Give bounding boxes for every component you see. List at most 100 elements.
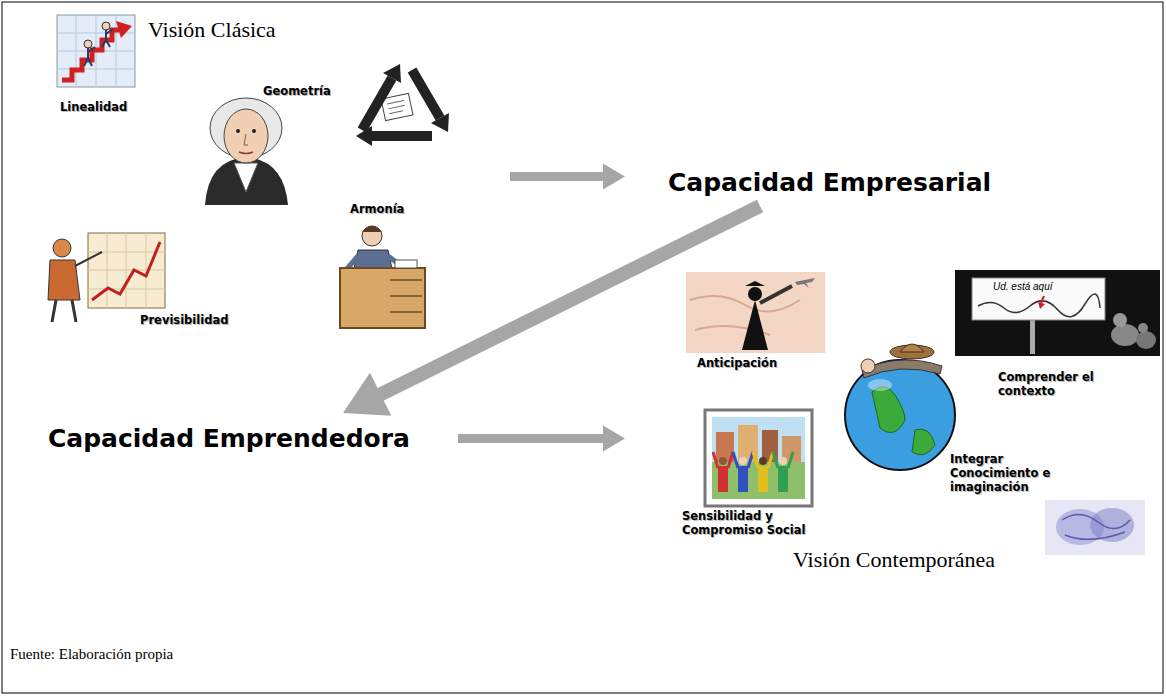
flow-arrow (343, 206, 760, 416)
map-sign-icon (955, 270, 1160, 356)
capacity-text: Capacidad Empresarial (668, 168, 992, 197)
people-picture-icon (779, 457, 787, 465)
globe-icon (862, 360, 942, 378)
portrait-illustration (252, 129, 256, 133)
forecast-chart-icon (53, 239, 71, 257)
view-group: AnticipaciónComprender el contextoSensib… (660, 262, 1160, 584)
icon-caption: Linealidad (60, 100, 128, 114)
globe-icon (845, 360, 955, 470)
globe-icon (861, 359, 875, 373)
telescope-graduate-icon (742, 300, 768, 350)
icon-caption: Comprender el contexto (998, 370, 1110, 398)
map-sign-icon (1041, 296, 1044, 303)
forecast-chart-icon (52, 300, 76, 322)
sign-text: Ud. está aquí (992, 281, 1053, 293)
growth-chart-icon (62, 30, 120, 80)
growth-chart-icon (102, 22, 110, 30)
telescope-graduate-icon (686, 272, 825, 353)
people-picture-icon (713, 452, 793, 492)
desk-worker-icon (362, 226, 382, 232)
map-sign-icon (972, 278, 1105, 320)
people-picture-icon (759, 457, 767, 465)
portrait-illustration (244, 134, 248, 145)
flow-arrow (458, 426, 625, 452)
capacity-label: Capacidad Empresarial (665, 165, 995, 200)
recycle-icon (372, 131, 432, 141)
people-picture-icon (718, 466, 728, 492)
icon-caption: Anticipación (697, 356, 778, 370)
arrow-head (343, 373, 391, 416)
icon-caption: Armonía (350, 202, 405, 216)
flow-arrow (510, 164, 625, 190)
brain-picture-icon (1062, 514, 1130, 539)
forecast-chart-icon (88, 233, 165, 308)
forecast-chart-icon (88, 233, 165, 308)
icon-label: Previsibilidad (137, 310, 232, 330)
map-sign-icon (1138, 323, 1148, 333)
arrow-shaft (458, 434, 603, 443)
recycle-icon (383, 64, 401, 83)
people-picture-icon (705, 410, 812, 506)
telescope-graduate-icon (690, 296, 800, 335)
telescope-graduate-icon (686, 272, 825, 353)
globe-icon (890, 345, 934, 359)
icon-label: Comprender el contexto (995, 367, 1113, 401)
portrait-illustration (234, 163, 258, 192)
growth-chart-icon (57, 15, 135, 87)
capacity-text: Capacidad Emprendedora (48, 424, 410, 453)
growth-chart-icon (116, 21, 132, 38)
brain-picture-icon (1045, 500, 1145, 555)
icon-label: Linealidad (57, 97, 131, 117)
people-picture-icon (738, 466, 748, 492)
desk-worker-icon (340, 268, 425, 328)
people-picture-icon (739, 457, 747, 465)
globe-icon (912, 429, 935, 455)
people-picture-icon (713, 452, 733, 468)
telescope-graduate-icon (748, 287, 762, 301)
growth-chart-icon (84, 40, 92, 48)
desk-worker-icon (340, 226, 425, 328)
growth-chart-icon (84, 47, 95, 66)
source-note: Fuente: Elaboración propia (10, 645, 173, 663)
icon-label: Geometría (260, 81, 334, 101)
people-picture-icon (719, 457, 727, 465)
arrow-head (603, 164, 625, 190)
growth-chart-icon (102, 29, 113, 47)
globe-icon (872, 387, 905, 433)
portrait-illustration (239, 152, 253, 154)
portrait-illustration (205, 157, 288, 205)
globe-icon (868, 379, 892, 391)
growth-chart-icon (57, 15, 135, 87)
icon-caption: Sensibilidad y Compromiso Social (682, 509, 822, 537)
recycle-icon (431, 113, 449, 132)
desk-worker-icon (362, 226, 382, 246)
telescope-graduate-icon (795, 278, 815, 288)
telescope-graduate-icon (745, 281, 765, 286)
icon-caption: Previsibilidad (140, 313, 229, 327)
capacity-label: Capacidad Emprendedora (45, 421, 413, 456)
people-picture-icon (773, 452, 793, 468)
people-picture-icon (712, 417, 805, 499)
people-picture-icon (758, 466, 768, 492)
forecast-chart-icon (75, 252, 102, 266)
telescope-graduate-icon (760, 286, 792, 303)
map-sign-icon (978, 294, 1100, 317)
recycle-icon (387, 100, 406, 113)
map-sign-icon (955, 270, 1160, 356)
globe-icon (900, 344, 924, 352)
people-picture-icon (733, 452, 753, 468)
recycle-icon (412, 70, 440, 118)
map-sign-icon (1030, 320, 1035, 354)
forecast-chart-icon (48, 233, 165, 322)
icon-label: Anticipación (694, 353, 781, 373)
arrow-head (603, 426, 625, 452)
group-heading: Visión Clásica (148, 17, 276, 43)
forecast-chart-icon (92, 242, 160, 300)
group-heading: Visión Contemporánea (793, 547, 995, 573)
recycle-icon (356, 64, 449, 146)
portrait-illustration (205, 98, 288, 205)
